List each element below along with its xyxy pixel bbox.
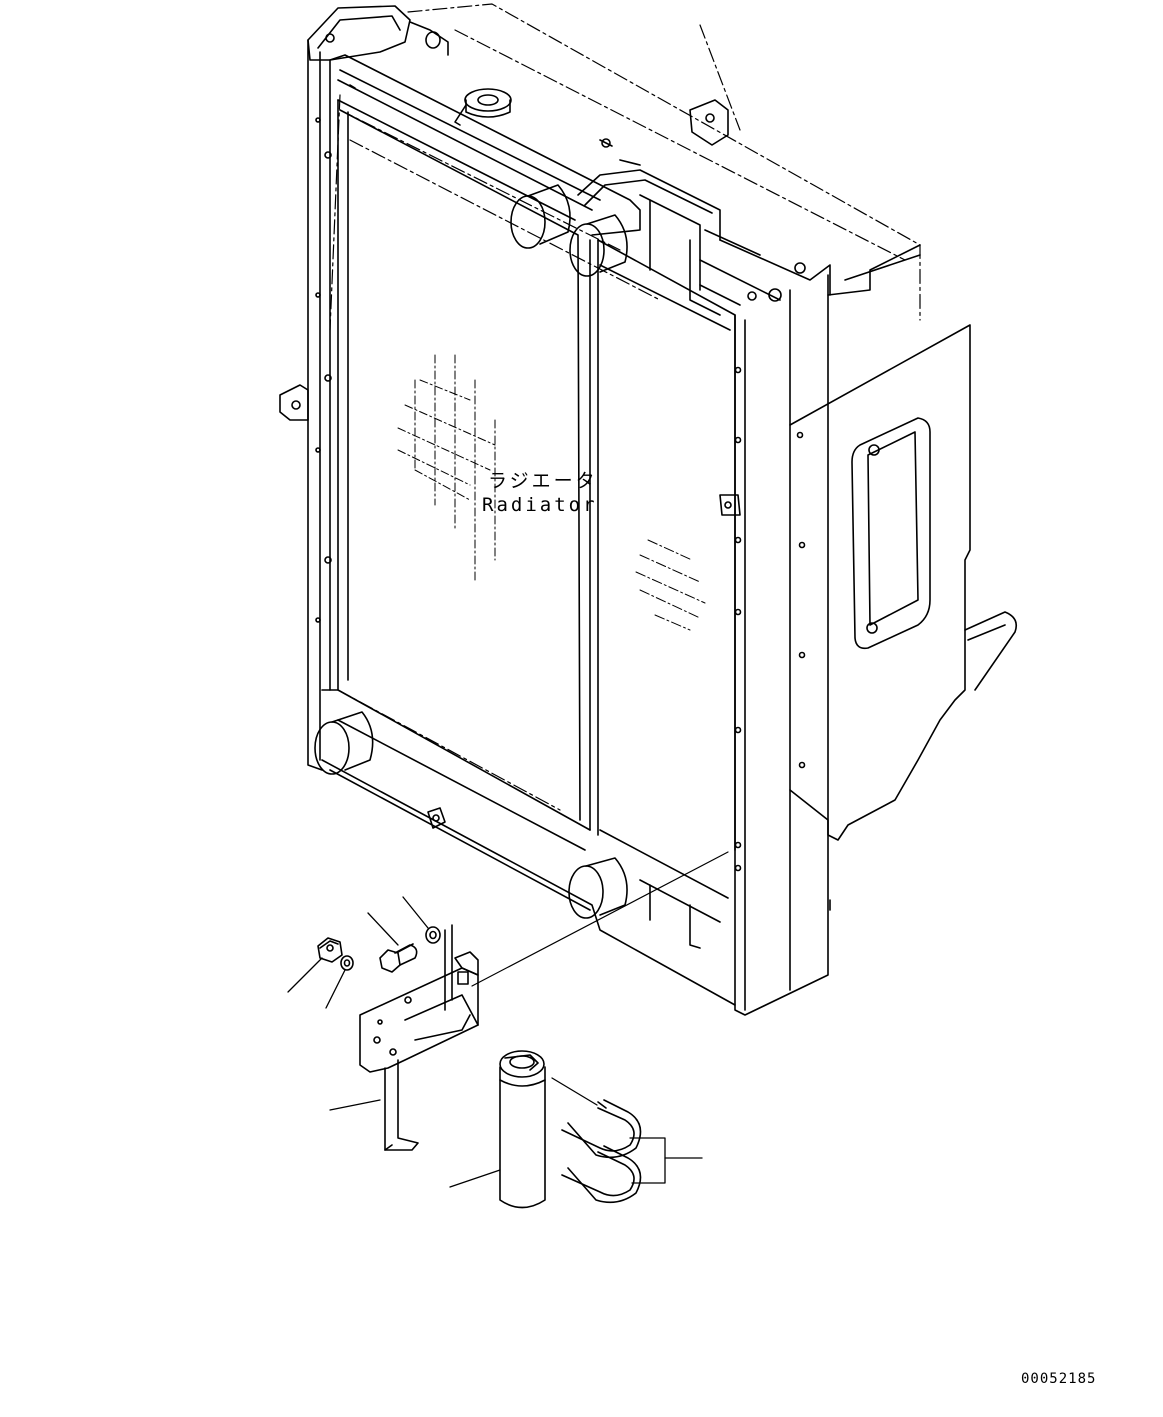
radiator-frame-right (720, 245, 920, 1015)
hex-bolt (380, 944, 417, 972)
u-bolt-lower (562, 1146, 641, 1202)
callout-leaders (288, 897, 702, 1187)
radiator-core-left (338, 100, 590, 830)
receiver-drier (500, 1051, 545, 1208)
flat-washer (426, 927, 440, 943)
lock-washer-small (341, 956, 353, 970)
radiator-top-tank (330, 22, 640, 235)
core-hatch-left (398, 355, 495, 580)
upper-hoses (511, 100, 830, 315)
component-label-jp: ラジエータ (488, 470, 598, 492)
side-bracket (790, 325, 1016, 840)
core-hatch-right (636, 540, 705, 630)
shroud-hidden-outline (330, 4, 920, 810)
hex-nut (318, 938, 342, 962)
drawing-number: 00052185 (1021, 1371, 1097, 1387)
condenser-core (598, 240, 735, 898)
radiator-frame-left (280, 6, 410, 770)
assembly-leader (472, 852, 728, 986)
component-label-en: Radiator (482, 494, 598, 516)
u-bolt-upper (562, 1100, 641, 1157)
mounting-bracket (360, 925, 478, 1150)
radiator-lower-tank (315, 690, 830, 1005)
